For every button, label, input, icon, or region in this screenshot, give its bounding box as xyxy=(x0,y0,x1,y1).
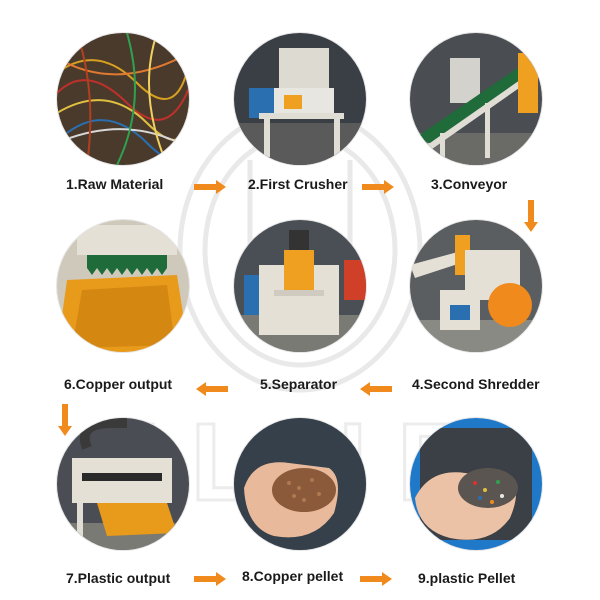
arrow-1-to-2 xyxy=(194,180,226,194)
step-1-label: 1.Raw Material xyxy=(66,176,164,192)
arrow-5-to-6 xyxy=(196,382,228,396)
step-6-label: 6.Copper output xyxy=(64,376,173,392)
arrow-8-to-9 xyxy=(360,572,392,586)
step-8-label: 8.Copper pellet xyxy=(242,568,344,584)
arrow-7-to-8 xyxy=(194,572,226,586)
arrow-2-to-3 xyxy=(362,180,394,194)
step-7-photo xyxy=(57,418,189,550)
step-5-label: 5.Separator xyxy=(260,376,338,392)
step-9-photo xyxy=(410,418,542,550)
step-6-photo xyxy=(57,220,189,352)
step-8-photo xyxy=(234,418,366,550)
step-2-photo xyxy=(234,33,366,165)
step-3-label: 3.Conveyor xyxy=(431,176,508,192)
step-1-photo xyxy=(57,33,189,165)
step-4-photo xyxy=(410,220,542,352)
step-7-label: 7.Plastic output xyxy=(66,570,171,586)
arrow-6-to-7 xyxy=(58,404,72,436)
arrow-3-to-4 xyxy=(524,200,538,232)
step-9-label: 9.plastic Pellet xyxy=(418,570,516,586)
step-3-photo xyxy=(410,33,542,165)
step-5-photo xyxy=(234,220,366,352)
step-4-label: 4.Second Shredder xyxy=(412,376,540,392)
arrow-4-to-5 xyxy=(360,382,392,396)
step-2-label: 2.First Crusher xyxy=(248,176,348,192)
